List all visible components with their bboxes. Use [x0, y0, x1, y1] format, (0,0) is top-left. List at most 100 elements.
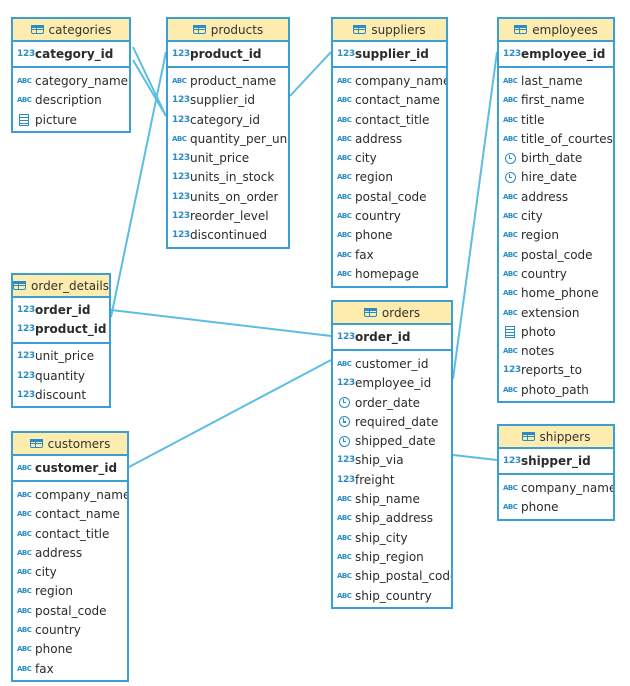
table-header[interactable]: employees: [499, 19, 613, 42]
column-name: employee_id: [521, 46, 606, 61]
table-column[interactable]: hire_date: [499, 168, 613, 187]
table-column[interactable]: photo: [499, 322, 613, 341]
table-column[interactable]: picture: [13, 110, 129, 129]
column-name: phone: [35, 642, 73, 657]
table-header[interactable]: shippers: [499, 426, 613, 449]
numeric-type-icon: 123: [17, 351, 35, 362]
text-type-icon: ABC: [337, 96, 352, 105]
table-column[interactable]: birth_date: [499, 148, 613, 167]
table-column[interactable]: required_date: [333, 412, 451, 431]
column-name: category_name: [35, 73, 129, 88]
text-type-icon: ABC: [503, 96, 518, 105]
table-header[interactable]: orders: [333, 302, 451, 325]
table-header[interactable]: suppliers: [333, 19, 446, 42]
table-header[interactable]: products: [168, 19, 288, 42]
table-header[interactable]: order_details: [13, 275, 109, 298]
column-name: order_id: [35, 302, 91, 317]
table-header[interactable]: customers: [13, 433, 127, 456]
table-column[interactable]: shipped_date: [333, 431, 451, 450]
table-column[interactable]: order_date: [333, 393, 451, 412]
table-header[interactable]: categories: [13, 19, 129, 42]
